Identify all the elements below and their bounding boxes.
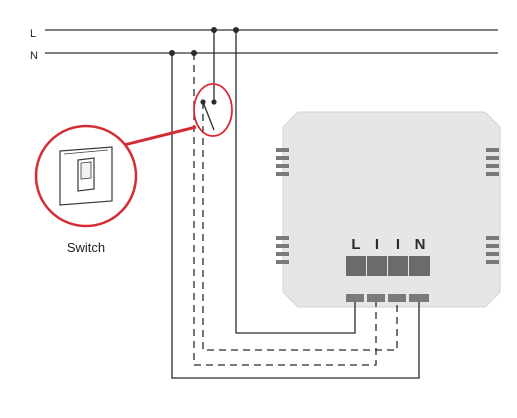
wire-live-to-module xyxy=(235,30,356,334)
terminal-block-3 xyxy=(388,256,408,276)
junction-dot-2 xyxy=(233,27,239,33)
terminal-block-1 xyxy=(346,256,366,276)
supply-lines: L N xyxy=(30,28,498,62)
vent-left-5 xyxy=(276,236,289,240)
vent-right-5 xyxy=(486,236,499,240)
terminal-label-4: N xyxy=(415,236,426,253)
vent-right-1 xyxy=(486,148,499,152)
junction-dot-3 xyxy=(169,50,175,56)
connector-4 xyxy=(409,294,429,302)
terminal-label-3: I xyxy=(396,236,400,253)
vent-right-4 xyxy=(486,172,499,176)
module-body xyxy=(282,111,501,308)
terminal-block-4 xyxy=(409,256,430,276)
wire-switch-traveller-2 xyxy=(193,53,377,366)
junction-dots xyxy=(169,27,239,56)
connector-3 xyxy=(388,294,406,302)
smart-module: L I I N xyxy=(276,111,501,308)
vent-left-4 xyxy=(276,172,289,176)
vent-left-7 xyxy=(276,252,289,256)
terminal-blocks xyxy=(346,256,430,276)
switch-label: Switch xyxy=(67,240,105,255)
vent-right-8 xyxy=(486,260,499,264)
vent-left-6 xyxy=(276,244,289,248)
connector-2 xyxy=(367,294,385,302)
switch-contact xyxy=(202,101,215,131)
junction-dot-4 xyxy=(191,50,197,56)
switch-rocker-face xyxy=(80,161,92,180)
switch-plate-bevel xyxy=(63,149,109,155)
vent-right-6 xyxy=(486,244,499,248)
zoom-connector-line xyxy=(119,125,197,148)
bottom-connectors xyxy=(346,294,429,302)
wire-neutral-to-module xyxy=(171,53,420,379)
vent-left-3 xyxy=(276,164,289,168)
vent-left-2 xyxy=(276,156,289,160)
switch-pivot-right xyxy=(211,99,217,105)
terminal-label-2: I xyxy=(375,236,379,253)
terminal-label-1: L xyxy=(351,236,360,253)
switch-pivot-left xyxy=(200,99,206,105)
connector-1 xyxy=(346,294,364,302)
switch-symbol xyxy=(193,83,233,137)
switch-zoom: Switch xyxy=(34,124,138,255)
neutral-line-label: N xyxy=(30,50,38,62)
terminal-block-2 xyxy=(367,256,387,276)
vent-right-2 xyxy=(486,156,499,160)
live-line-label: L xyxy=(30,28,36,40)
vent-right-3 xyxy=(486,164,499,168)
wires xyxy=(171,30,420,379)
vent-right-7 xyxy=(486,252,499,256)
junction-dot-1 xyxy=(211,27,217,33)
module-vents xyxy=(276,148,499,264)
vent-left-8 xyxy=(276,260,289,264)
wire-switch-traveller-1 xyxy=(202,102,398,351)
switch-highlight-oval xyxy=(193,83,233,137)
vent-left-1 xyxy=(276,148,289,152)
